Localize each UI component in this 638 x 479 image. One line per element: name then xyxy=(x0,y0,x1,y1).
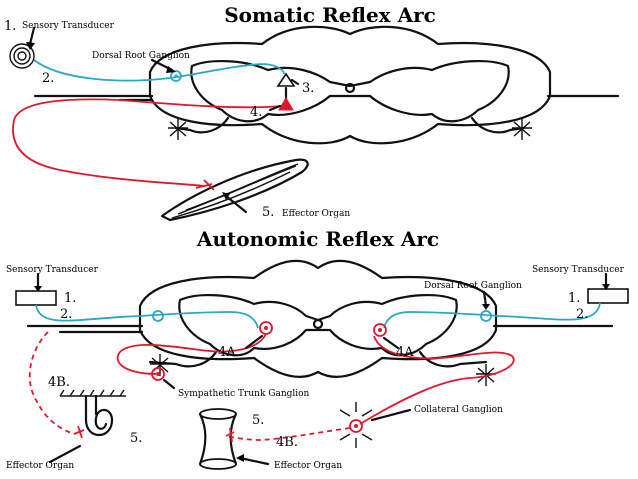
autonomic-label-1-left: 1. xyxy=(64,291,76,306)
autonomic-preganglionic-nucleus-right xyxy=(378,328,382,332)
autonomic-drg-cell-left xyxy=(152,310,164,322)
autonomic-sensory-neuron-right xyxy=(383,302,601,329)
autonomic-label-sensory-transducer-left: Sensory Transducer xyxy=(6,265,99,275)
autonomic-label-2-left: 2. xyxy=(60,307,72,322)
somatic-label-3: 3. xyxy=(302,81,314,96)
somatic-grey-matter xyxy=(190,59,510,123)
somatic-sensory-neuron xyxy=(33,59,285,82)
somatic-interneuron-icon xyxy=(276,72,296,87)
autonomic-trunk-ganglion-right xyxy=(476,364,496,386)
autonomic-panel: Autonomic Reflex Arc xyxy=(6,227,629,471)
autonomic-sensory-transducer-right-icon xyxy=(587,288,629,304)
autonomic-label-1-right: 1. xyxy=(568,291,580,306)
somatic-label-1: 1. xyxy=(4,19,16,34)
somatic-central-canal xyxy=(344,82,356,94)
autonomic-ventral-root-left xyxy=(148,350,218,368)
somatic-ventral-root-right xyxy=(470,116,526,134)
somatic-arrow-1 xyxy=(28,26,36,46)
autonomic-arrowhead-sensory-left xyxy=(34,286,42,292)
autonomic-arrow-4a-right xyxy=(382,336,400,350)
somatic-motor-end-plate xyxy=(195,179,215,191)
somatic-ganglion-left xyxy=(168,118,188,140)
somatic-ventral-root-left xyxy=(174,116,230,134)
autonomic-label-collateral-ganglion: Collateral Ganglion xyxy=(414,405,503,415)
somatic-label-effector-organ: Effector Organ xyxy=(282,209,350,219)
somatic-label-2: 2. xyxy=(42,71,54,86)
somatic-label-4: 4. xyxy=(250,105,262,120)
autonomic-effector-left-synapse xyxy=(73,425,85,439)
autonomic-ventral-root-right xyxy=(418,350,488,368)
autonomic-preganglionic-axon-right xyxy=(359,335,515,425)
autonomic-label-effector-organ-left: Effector Organ xyxy=(6,461,74,471)
somatic-motor-neuron-icon xyxy=(278,97,294,111)
autonomic-trunk-ganglion-nucleus xyxy=(156,372,160,376)
somatic-arrow-3 xyxy=(290,78,300,86)
somatic-ganglion-nucleus xyxy=(174,74,178,78)
autonomic-label-4b-left: 4B. xyxy=(48,375,70,390)
autonomic-central-canal xyxy=(312,318,324,330)
somatic-arrowhead-drg xyxy=(166,66,176,73)
autonomic-effector-organ-right-icon xyxy=(198,408,238,470)
autonomic-trunk-ganglion-left xyxy=(150,354,170,376)
somatic-dorsal-root-ganglion-cell xyxy=(170,70,182,82)
autonomic-label-effector-organ-right: Effector Organ xyxy=(274,461,342,471)
autonomic-arrow-effector-left xyxy=(48,444,82,464)
autonomic-arrow-trunk xyxy=(162,378,176,390)
autonomic-label-5-right: 5. xyxy=(252,413,264,428)
autonomic-arrow-effector-right xyxy=(238,456,270,466)
somatic-sensory-transducer-icon xyxy=(9,43,35,69)
somatic-panel: Somatic Reflex Arc xyxy=(4,3,620,222)
somatic-motor-neuron-axon xyxy=(12,98,283,187)
autonomic-arrow-4a-left xyxy=(244,334,264,350)
autonomic-preganglionic-cell-right xyxy=(373,323,387,337)
autonomic-collateral-ganglion-icon xyxy=(339,402,373,448)
autonomic-spinal-cord-outline xyxy=(138,259,498,378)
somatic-muscle-fibers xyxy=(171,163,299,219)
somatic-effector-organ-icon xyxy=(160,158,309,222)
autonomic-preganglionic-nucleus-left xyxy=(264,326,268,330)
autonomic-label-sensory-transducer-right: Sensory Transducer xyxy=(532,265,625,275)
autonomic-title: Autonomic Reflex Arc xyxy=(196,227,439,251)
autonomic-arrowhead-effector-right xyxy=(236,454,244,462)
autonomic-drg-cell-right xyxy=(480,310,492,322)
autonomic-arrow-drg xyxy=(482,290,488,308)
somatic-arrowhead-5 xyxy=(222,192,230,200)
autonomic-label-sympathetic-trunk-ganglion: Sympathetic Trunk Ganglion xyxy=(178,389,310,399)
somatic-arrow-5 xyxy=(224,194,248,214)
somatic-label-sensory-transducer: Sensory Transducer xyxy=(22,21,115,31)
autonomic-label-4a-right: 4A xyxy=(396,345,414,360)
autonomic-label-5-left: 5. xyxy=(130,431,142,446)
autonomic-collateral-ganglion-cell xyxy=(349,419,363,433)
somatic-arrow-4 xyxy=(268,104,282,112)
autonomic-label-dorsal-root-ganglion: Dorsal Root Ganglion xyxy=(424,281,522,291)
autonomic-postganglionic-axon-left xyxy=(28,331,75,435)
autonomic-label-2-right: 2. xyxy=(576,307,588,322)
autonomic-effector-organ-left-icon xyxy=(59,389,126,436)
somatic-ganglion-right xyxy=(512,118,532,140)
somatic-label-5: 5. xyxy=(262,205,274,220)
autonomic-arrowhead-sensory-right xyxy=(602,284,610,290)
somatic-arrowhead-1 xyxy=(26,42,35,50)
autonomic-arrowhead-drg xyxy=(482,304,490,310)
autonomic-label-4a-left: 4A xyxy=(218,345,236,360)
autonomic-grey-matter xyxy=(178,293,458,357)
autonomic-label-4b-right: 4B. xyxy=(276,435,298,450)
autonomic-sensory-neuron-left xyxy=(35,304,259,329)
autonomic-preganglionic-axon-left xyxy=(116,333,267,375)
autonomic-arrow-collateral xyxy=(370,408,412,422)
autonomic-effector-right-synapse xyxy=(225,427,235,443)
autonomic-sensory-transducer-left-icon xyxy=(15,290,57,306)
somatic-label-dorsal-root-ganglion: Dorsal Root Ganglion xyxy=(92,51,190,61)
somatic-title: Somatic Reflex Arc xyxy=(224,3,436,27)
autonomic-collateral-ganglion-nucleus xyxy=(354,424,358,428)
autonomic-trunk-ganglion-cell xyxy=(151,367,165,381)
